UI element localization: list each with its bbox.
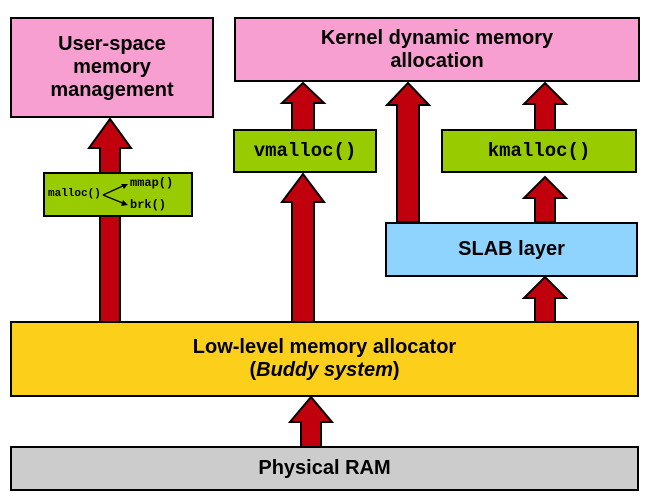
slab-label: SLAB layer [458,238,565,260]
kernel-dynamic-box: Kernel dynamic memory allocation [234,17,640,82]
kmalloc-label: kmalloc() [487,140,591,162]
physical-ram-label: Physical RAM [258,457,391,479]
arrow-ram-to-buddy [287,395,335,448]
slab-box: SLAB layer [385,222,638,277]
arrow-vmalloc-to-kernel [279,81,327,131]
kernel-dynamic-line2: allocation [390,49,484,72]
vmalloc-label: vmalloc() [253,140,357,162]
arrow-buddy-to-userspace [87,117,133,323]
malloc-caller-label: malloc() [48,188,101,200]
buddy-system-label: Buddy system [256,359,393,381]
low-level-line2: (Buddy system) [249,359,399,382]
vmalloc-box: vmalloc() [233,129,377,173]
user-space-line3: management [50,79,174,101]
arrow-buddy-to-vmalloc [280,172,326,323]
arrow-slab-to-kernel [384,81,432,223]
malloc-branch-arrows [102,184,128,206]
user-space-line1: User-space [58,33,166,55]
low-level-paren-close: ) [392,359,400,381]
brk-label: brk() [130,198,167,212]
user-space-line2: memory [73,56,151,78]
physical-ram-box: Physical RAM [10,446,639,491]
arrow-slab-to-kmalloc [521,175,569,223]
low-level-line1: Low-level memory allocator [192,336,457,358]
kmalloc-box: kmalloc() [441,129,637,173]
user-space-box: User-space memory management [10,17,214,118]
kernel-dynamic-line1: Kernel dynamic memory [320,26,554,49]
low-level-paren-open: ( [249,359,257,381]
arrow-buddy-to-slab [521,275,569,323]
arrow-kmalloc-to-kernel [521,81,569,131]
low-level-allocator-box: Low-level memory allocator (Buddy system… [10,321,639,397]
mmap-label: mmap() [130,176,174,190]
malloc-box: malloc() mmap() brk() [43,172,193,217]
